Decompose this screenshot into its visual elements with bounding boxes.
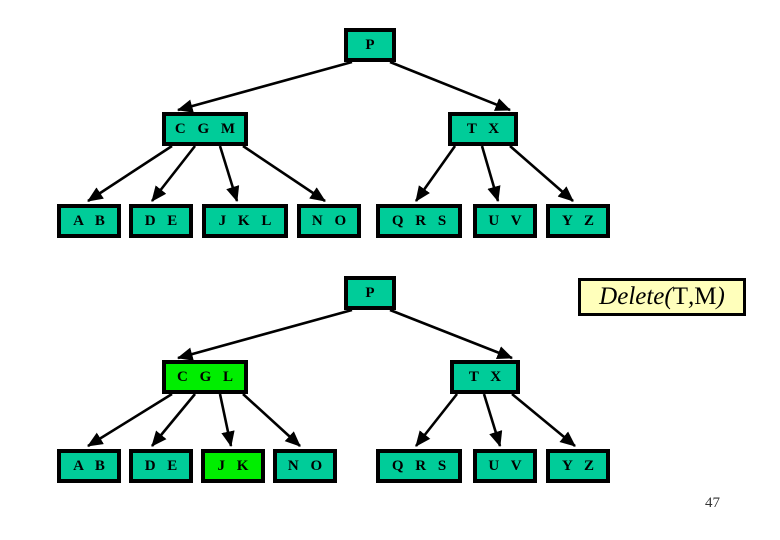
tree-edge-t1-tx-to-t1-yz [509,145,574,202]
tree-edge-t2-cgl-to-t2-de [150,393,197,447]
btree-node-t1-de: D E [129,204,193,238]
btree-node-label: C G M [174,120,240,137]
tree-edge-t1-root-to-t1-ab_branch [176,60,353,113]
tree-edge-t2-cgl-to-t2-jk [218,393,235,448]
tree-edge-t1-cgm-to-t1-de [150,145,197,202]
btree-node-label: C G L [176,368,237,385]
btree-node-label: U V [488,212,526,229]
btree-node-label: Y Z [561,457,599,474]
btree-node-label: D E [144,212,182,229]
delete-operation-callout: Delete(T,M) [578,278,746,316]
tree-edge-t1-root-to-t1-tx [389,60,511,112]
btree-node-t2-uv: U V [473,449,537,483]
btree-node-label: J K [217,457,253,474]
btree-node-label: T X [468,368,506,385]
btree-node-t2-ab: A B [57,449,121,483]
tree-edge-t2-cgl-to-t2-ab [87,392,173,448]
btree-node-t2-de: D E [129,449,193,483]
btree-node-label: P [365,36,379,53]
btree-node-t1-no: N O [297,204,361,238]
btree-node-label: Q R S [391,212,451,229]
tree-edge-t2-tx-to-t2-qrs [414,393,459,447]
tree-edge-t1-cgm-to-t1-no [242,144,326,203]
btree-node-t2-root: P [344,276,396,310]
btree-node-t1-yz: Y Z [546,204,610,238]
btree-node-label: A B [73,212,109,229]
btree-node-label: A B [73,457,109,474]
tree-edge-t2-root-to-t2-cgl [176,308,353,361]
tree-edge-t1-tx-to-t1-qrs [414,145,457,202]
btree-node-t1-uv: U V [473,204,537,238]
btree-node-label: N O [311,212,351,229]
btree-node-label: N O [287,457,327,474]
btree-node-t2-tx: T X [450,360,520,394]
btree-node-t1-tx: T X [448,112,518,146]
callout-suffix: ) [716,283,725,310]
btree-node-t2-cgl: C G L [162,360,248,394]
tree-edge-t2-root-to-t2-tx [389,308,513,360]
btree-node-label: P [365,284,379,301]
btree-node-label: D E [144,457,182,474]
btree-node-t2-yz: Y Z [546,449,610,483]
btree-node-t1-ab: A B [57,204,121,238]
callout-roman-m: M [694,283,717,310]
callout-text: Delete(T,M) [599,283,725,311]
btree-node-t1-root: P [344,28,396,62]
btree-node-t2-no: N O [273,449,337,483]
callout-comma: , [688,283,695,310]
btree-node-t1-cgm: C G M [162,112,248,146]
btree-node-label: Q R S [391,457,451,474]
btree-node-t1-qrs: Q R S [376,204,462,238]
tree-edge-t1-cgm-to-t1-ab [87,144,173,203]
btree-node-t1-jkl: J K L [202,204,288,238]
callout-roman-t: T [672,283,689,310]
btree-node-t2-qrs: Q R S [376,449,462,483]
tree-edge-t1-cgm-to-t1-jkl [218,145,240,202]
btree-node-label: T X [466,120,504,137]
tree-edge-t1-tx-to-t1-uv [480,145,501,202]
btree-node-label: U V [488,457,526,474]
callout-italic-prefix: Delete( [599,283,673,310]
tree-edge-t2-cgl-to-t2-no [242,393,301,447]
page-number: 47 [705,495,720,511]
btree-node-label: J K L [218,212,276,229]
tree-edge-t2-tx-to-t2-uv [482,393,503,447]
btree-node-t2-jk: J K [201,449,265,483]
tree-edge-t2-tx-to-t2-yz [511,392,576,448]
btree-node-label: Y Z [561,212,599,229]
